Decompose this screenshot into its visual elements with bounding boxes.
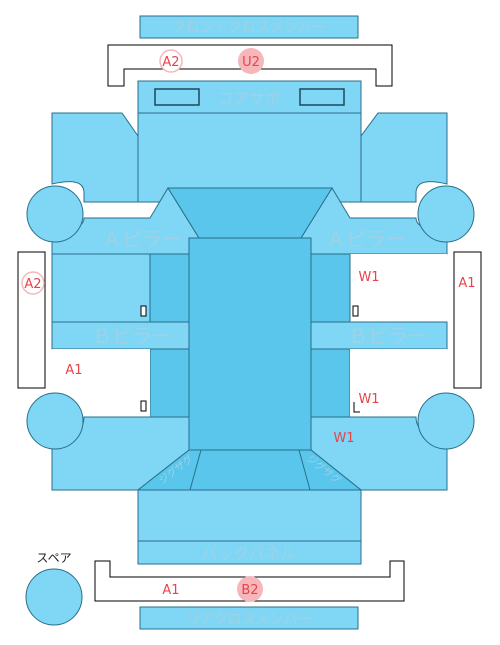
rear-b2-text: B2 <box>241 583 258 598</box>
rear-cross-member-panel[interactable] <box>139 606 359 630</box>
front-a2-text: A2 <box>162 55 179 70</box>
right-w1-mid-mark[interactable]: W1 <box>358 392 379 407</box>
right-side-a1-mark[interactable]: A1 <box>458 276 475 291</box>
front-a2-mark[interactable]: A2 <box>159 49 183 73</box>
left-front-fender[interactable] <box>51 112 139 203</box>
right-front-door-area <box>350 254 447 322</box>
right-front-fender[interactable] <box>360 112 448 203</box>
right-rear-door-handle <box>353 402 360 413</box>
front-cross-member-label: フロントクロスメンバー <box>172 20 326 36</box>
front-left-wheel[interactable] <box>26 185 84 243</box>
left-sill-rear[interactable] <box>149 348 190 418</box>
rear-a1-mark[interactable]: A1 <box>162 583 179 598</box>
front-u2-mark[interactable]: U2 <box>238 48 264 74</box>
front-right-wheel[interactable] <box>417 185 475 243</box>
right-sill-rear[interactable] <box>310 348 351 418</box>
rear-b2-mark[interactable]: B2 <box>237 576 263 602</box>
spare-label: スペア <box>36 551 71 565</box>
back-panel-label: バックパネル <box>201 544 296 563</box>
right-a-pillar-label: Ａピラー <box>326 227 406 251</box>
right-front-door-handle <box>352 305 359 317</box>
roof-panel[interactable] <box>188 237 312 451</box>
left-sill-front[interactable] <box>149 253 190 323</box>
right-w1-top-mark[interactable]: W1 <box>358 270 379 285</box>
trunk-panel[interactable] <box>137 489 362 542</box>
right-sill-front[interactable] <box>310 253 351 323</box>
back-panel[interactable] <box>137 540 362 565</box>
left-rear-door-handle <box>140 400 147 412</box>
left-a1-mark[interactable]: A1 <box>65 363 82 378</box>
front-cross-member-panel[interactable] <box>139 15 359 39</box>
rear-left-wheel[interactable] <box>26 392 84 450</box>
right-b-pillar-label: Ｂピラー <box>348 324 428 348</box>
left-a-pillar-label: Ａピラー <box>102 227 182 251</box>
right-w1-low-mark[interactable]: W1 <box>333 431 354 446</box>
left-front-door-handle <box>140 305 147 317</box>
core-support-right-slot <box>299 88 345 106</box>
core-support-label: コアサポ <box>217 89 281 108</box>
spare-tire[interactable] <box>25 568 83 626</box>
rear-cross-member-label: リアクロスメンバー <box>186 612 311 628</box>
front-u2-text: U2 <box>242 55 260 70</box>
left-front-door-pillar[interactable] <box>51 253 151 323</box>
rear-right-wheel[interactable] <box>417 392 475 450</box>
right-side-molding <box>453 251 482 389</box>
rear-window-inner <box>189 449 311 491</box>
core-support-left-slot <box>154 88 200 106</box>
left-side-a2-mark[interactable]: A2 <box>21 271 45 295</box>
left-b-pillar-label: Ｂピラー <box>92 324 172 348</box>
left-side-a2-text: A2 <box>24 277 41 292</box>
